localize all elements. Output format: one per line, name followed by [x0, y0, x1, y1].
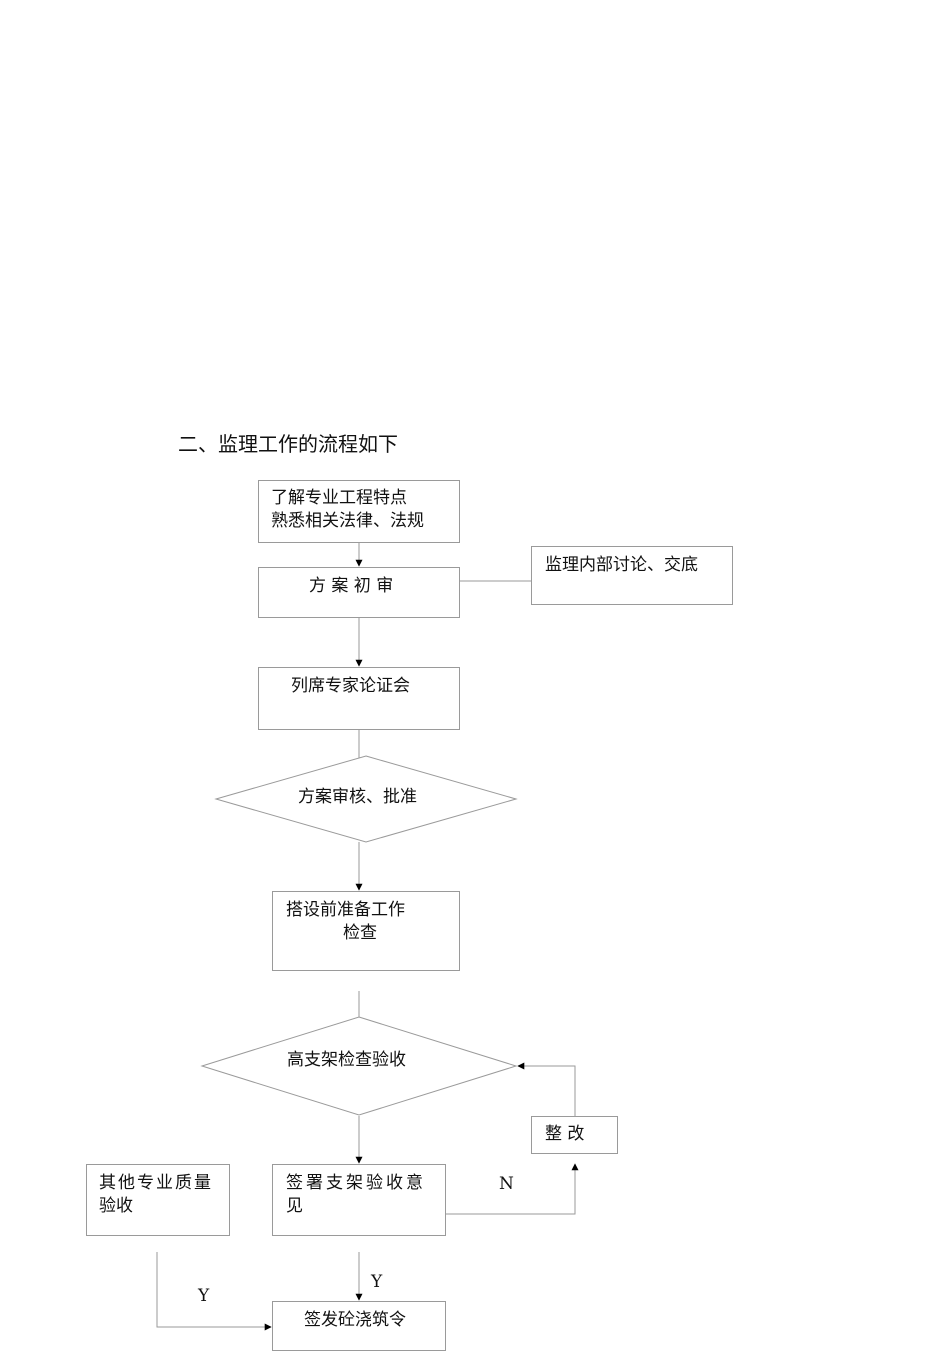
understand-node-line2: 熟悉相关法律、法规 [271, 511, 424, 531]
other-quality-line2: 验收 [99, 1196, 133, 1216]
initial-review-label: 方 案 初 审 [309, 576, 394, 596]
other-quality-line1: 其他专业质量 [99, 1173, 213, 1193]
no-label: N [499, 1174, 514, 1194]
rectify-label: 整 改 [545, 1124, 585, 1144]
yes-label-center: Y [371, 1272, 383, 1292]
expert-meeting-label: 列席专家论证会 [291, 676, 410, 696]
plan-approval-diamond [214, 755, 518, 843]
sign-opinion-line2: 见 [286, 1196, 303, 1216]
support-inspection-diamond [200, 1016, 518, 1116]
pre-erection-check-line1: 搭设前准备工作 [286, 900, 405, 920]
edge-sign-opinion-to-rectify [446, 1163, 579, 1215]
pre-erection-check-node: 搭设前准备工作 检查 [272, 891, 460, 971]
sign-opinion-line1: 签署支架验收意 [286, 1173, 426, 1193]
plan-approval-label: 方案审核、批准 [298, 787, 417, 807]
rectify-node: 整 改 [531, 1116, 618, 1154]
support-inspection-label: 高支架检查验收 [287, 1050, 406, 1070]
edge-rectify-to-support-inspection [517, 1062, 576, 1116]
internal-discussion-node: 监理内部讨论、交底 [531, 546, 733, 605]
other-quality-node: 其他专业质量 验收 [86, 1164, 230, 1236]
internal-discussion-label: 监理内部讨论、交底 [545, 555, 698, 575]
sign-opinion-node: 签署支架验收意 见 [272, 1164, 446, 1236]
understand-node-line1: 了解专业工程特点 [271, 488, 407, 508]
pour-order-label: 签发砼浇筑令 [304, 1310, 406, 1330]
expert-meeting-node: 列席专家论证会 [258, 667, 460, 730]
pre-erection-check-line2: 检查 [343, 923, 377, 943]
yes-label-left: Y [198, 1286, 210, 1306]
initial-review-node: 方 案 初 审 [258, 567, 460, 618]
edge-other-quality-to-pour-order [156, 1252, 272, 1331]
section-heading: 二、监理工作的流程如下 [178, 432, 398, 456]
understand-node: 了解专业工程特点 熟悉相关法律、法规 [258, 480, 460, 543]
